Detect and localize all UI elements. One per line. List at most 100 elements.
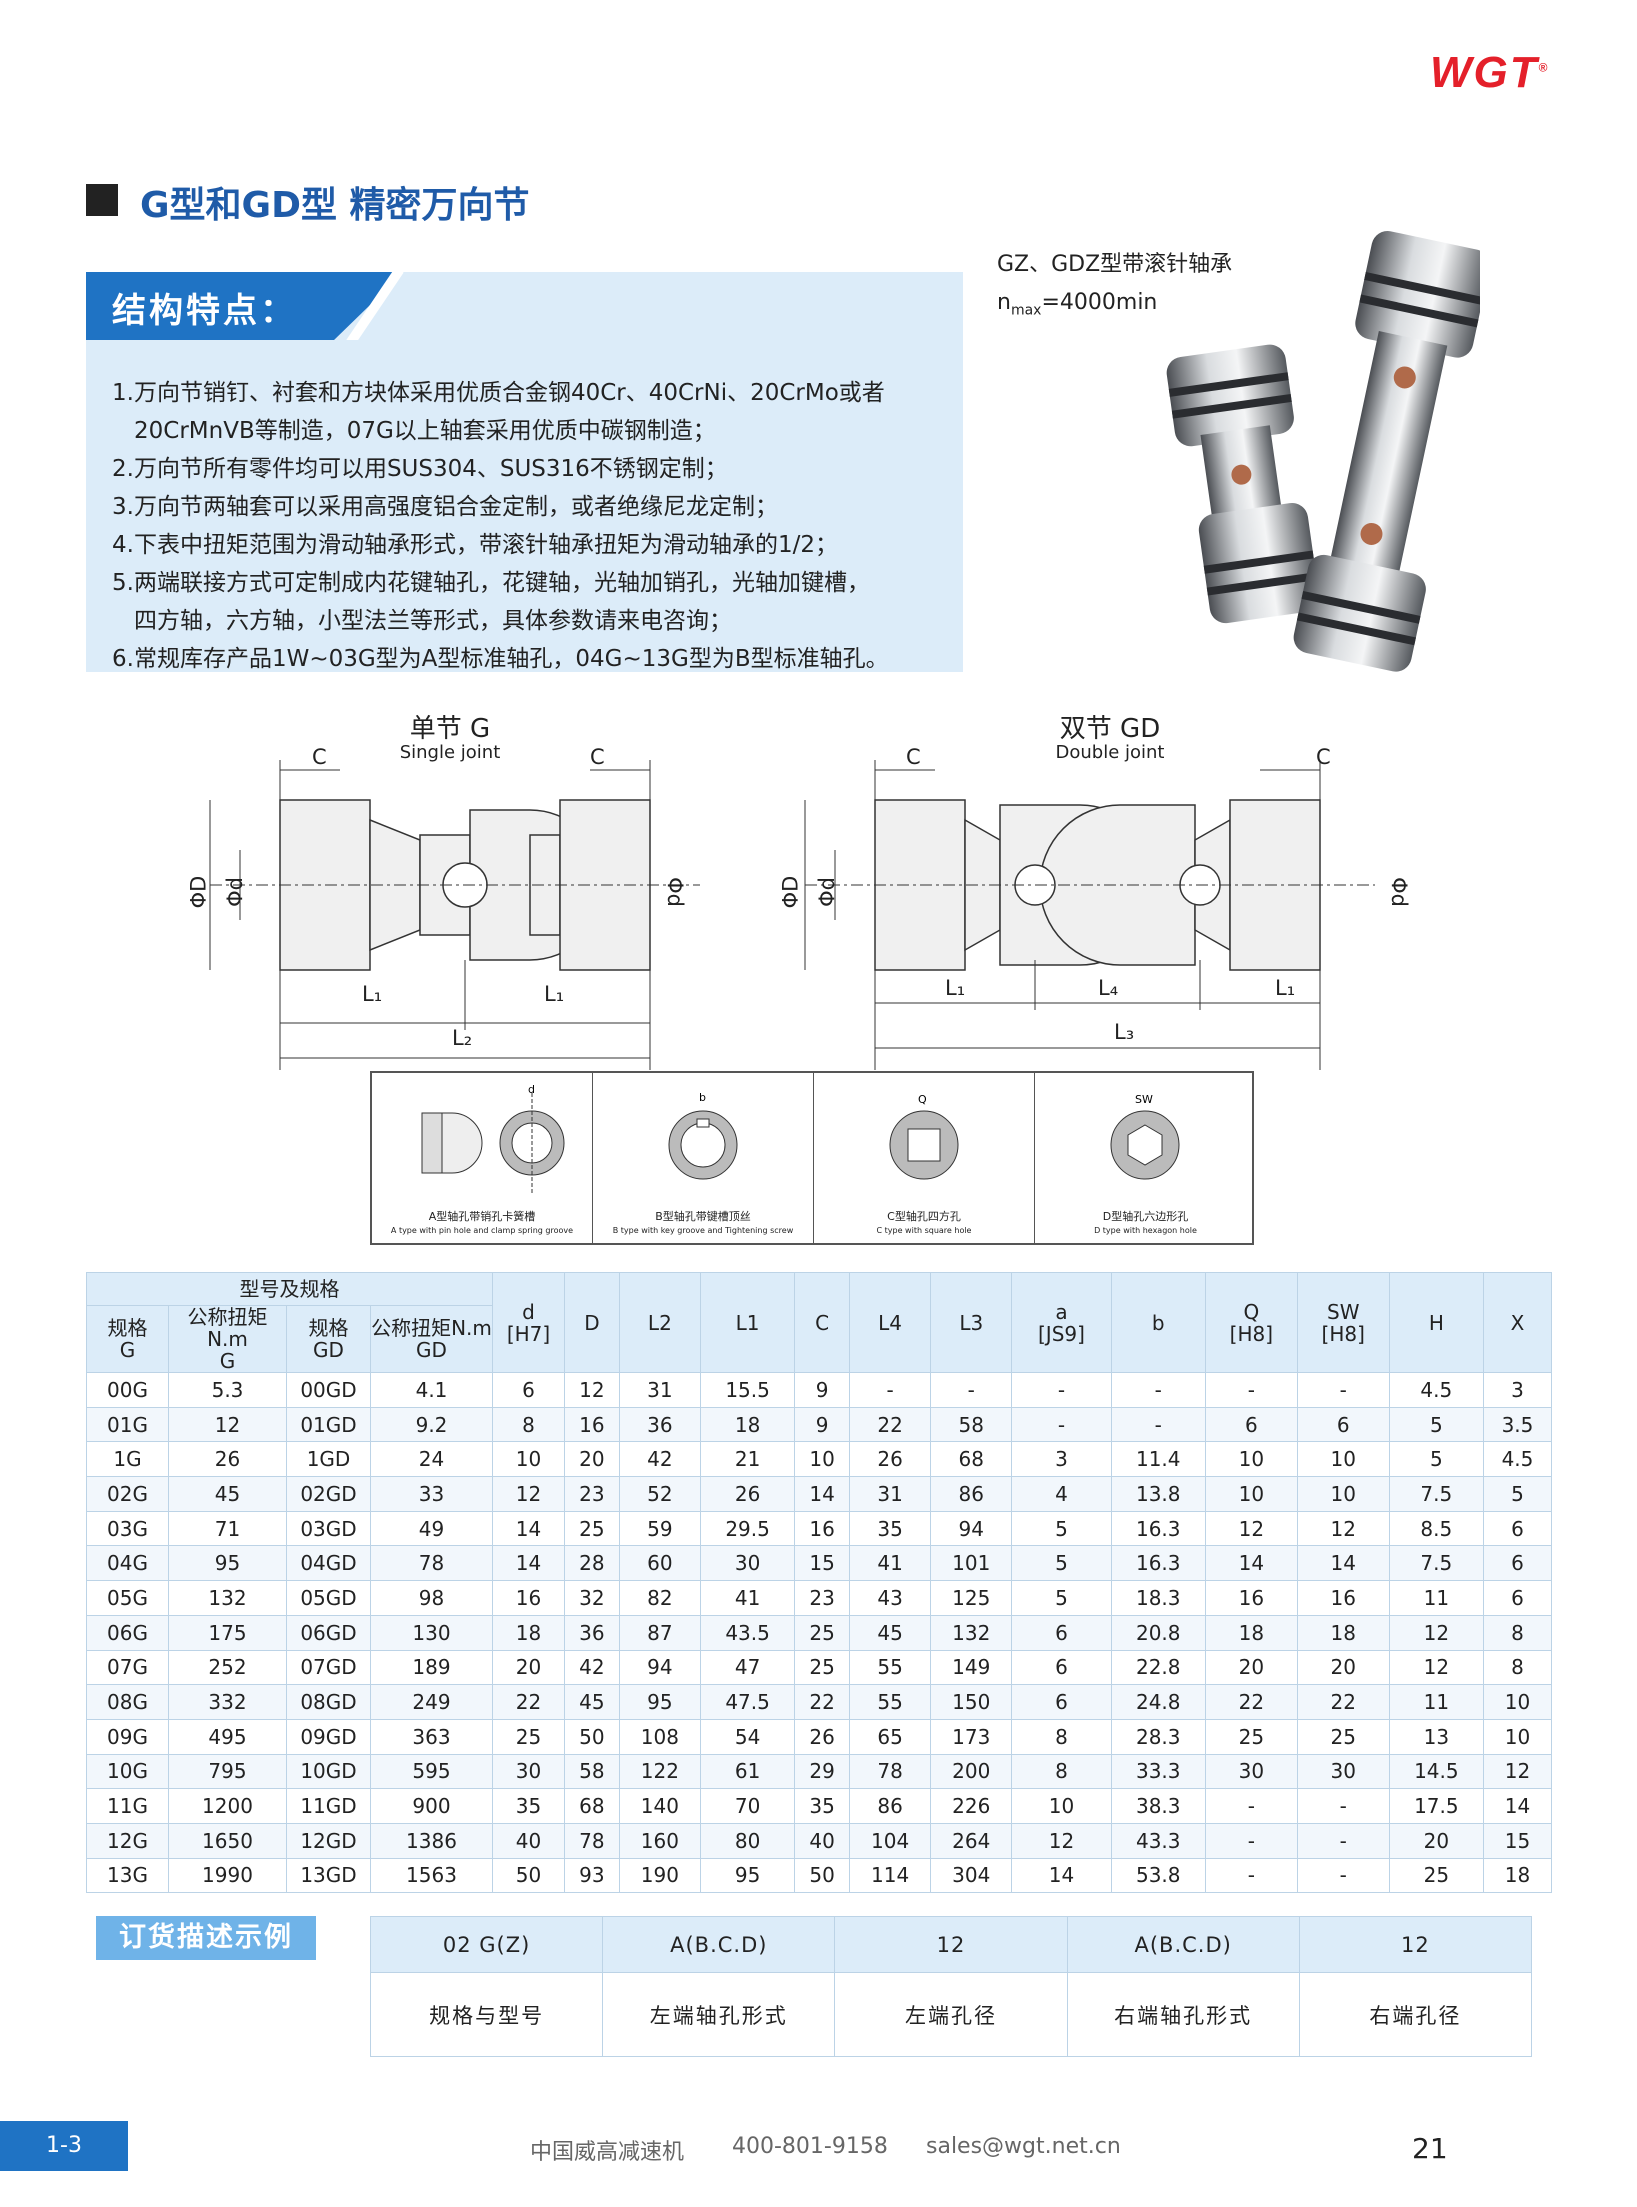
table-cell: 6 — [1482, 1545, 1553, 1582]
table-cell: 3.5 — [1482, 1406, 1553, 1443]
feature-item: 2.万向节所有零件均可以用SUS304、SUS316不锈钢定制； — [112, 456, 728, 482]
table-cell: 14 — [492, 1510, 565, 1547]
table-cell: 05GD — [286, 1580, 371, 1616]
header-H: H — [1388, 1272, 1484, 1373]
table-cell: 12 — [168, 1406, 287, 1443]
table-cell: 04G — [86, 1545, 169, 1582]
table-cell: 22 — [1204, 1684, 1298, 1720]
table-cell: 12 — [1011, 1822, 1112, 1859]
table-cell: 95 — [168, 1545, 287, 1582]
table-cell: 6 — [492, 1372, 565, 1408]
table-cell: 30 — [699, 1545, 796, 1582]
dim-L4: L₄ — [1098, 976, 1119, 1000]
table-cell: 53.8 — [1110, 1857, 1206, 1894]
dim-phi-d: Φd — [222, 877, 247, 907]
order-code: A(B.C.D) — [602, 1916, 836, 1973]
header-Q: Q[H8] — [1204, 1272, 1298, 1373]
table-cell: 114 — [849, 1857, 932, 1894]
table-cell: 61 — [699, 1753, 796, 1790]
table-cell: 01GD — [286, 1406, 371, 1443]
table-cell: 30 — [1204, 1753, 1298, 1790]
table-cell: 20.8 — [1110, 1614, 1206, 1651]
table-cell: 45 — [849, 1614, 932, 1651]
footer-email: sales@wgt.net.cn — [926, 2134, 1121, 2159]
table-cell: 40 — [492, 1822, 565, 1859]
header-L1: L1 — [699, 1272, 796, 1373]
table-cell: 1386 — [370, 1822, 493, 1859]
table-cell: 20 — [492, 1649, 565, 1686]
svg-text:b: b — [699, 1091, 706, 1104]
header-a: a[JS9] — [1011, 1272, 1112, 1373]
page-title: G型和GD型 精密万向节 — [140, 185, 530, 226]
table-cell: 36 — [564, 1614, 620, 1651]
table-cell: 11G — [86, 1788, 169, 1824]
table-cell: 23 — [564, 1476, 620, 1512]
table-cell: 35 — [849, 1510, 932, 1547]
table-cell: 5 — [1388, 1441, 1484, 1478]
table-cell: 10G — [86, 1753, 169, 1790]
table-cell: 36 — [618, 1406, 701, 1443]
table-cell: 35 — [492, 1788, 565, 1824]
table-cell: 226 — [930, 1788, 1013, 1824]
table-cell: 55 — [849, 1649, 932, 1686]
table-cell: 10 — [1296, 1441, 1390, 1478]
table-cell: 6 — [1482, 1580, 1553, 1616]
table-cell: 10GD — [286, 1753, 371, 1790]
table-cell: 10 — [1204, 1476, 1298, 1512]
table-cell: 78 — [370, 1545, 493, 1582]
table-cell: 18 — [492, 1614, 565, 1651]
table-cell: 5 — [1011, 1580, 1112, 1616]
table-cell: 101 — [930, 1545, 1013, 1582]
table-cell: 5 — [1011, 1545, 1112, 1582]
table-cell: 8 — [492, 1406, 565, 1443]
table-cell: 6 — [1011, 1614, 1112, 1651]
table-cell: 16.3 — [1110, 1545, 1206, 1582]
table-cell: 58 — [930, 1406, 1013, 1443]
table-cell: - — [1204, 1372, 1298, 1408]
table-cell: 25 — [794, 1614, 851, 1651]
table-cell: 16 — [794, 1510, 851, 1547]
table-cell: 25 — [1388, 1857, 1484, 1894]
table-cell: 15 — [1482, 1822, 1553, 1859]
table-cell: 10 — [1482, 1684, 1553, 1720]
table-cell: 04GD — [286, 1545, 371, 1582]
table-cell: 5 — [1482, 1476, 1553, 1512]
page-number: 21 — [1412, 2132, 1448, 2165]
table-cell: 70 — [699, 1788, 796, 1824]
table-cell: 190 — [618, 1857, 701, 1894]
bore-type-b-icon: b — [668, 1091, 738, 1180]
table-cell: 6 — [1482, 1510, 1553, 1547]
table-cell: - — [849, 1372, 932, 1408]
header-SW: SW[H8] — [1296, 1272, 1390, 1373]
table-cell: 14 — [794, 1476, 851, 1512]
table-cell: 6 — [1204, 1406, 1298, 1443]
table-cell: 9 — [794, 1406, 851, 1443]
table-cell: 252 — [168, 1649, 287, 1686]
table-cell: 98 — [370, 1580, 493, 1616]
table-cell: 15.5 — [699, 1372, 796, 1408]
table-cell: 93 — [564, 1857, 620, 1894]
table-cell: 795 — [168, 1753, 287, 1790]
table-cell: 13.8 — [1110, 1476, 1206, 1512]
table-cell: 86 — [930, 1476, 1013, 1512]
table-cell: 24.8 — [1110, 1684, 1206, 1720]
double-joint-subtitle: Double joint — [1055, 742, 1165, 763]
table-cell: 86 — [849, 1788, 932, 1824]
feature-item: 3.万向节两轴套可以采用高强度铝合金定制，或者绝缘尼龙定制； — [112, 494, 778, 520]
dim-L1-double-left: L₁ — [945, 976, 966, 1000]
table-cell: 54 — [699, 1718, 796, 1755]
table-cell: 10 — [492, 1441, 565, 1478]
order-desc: 左端轴孔形式 — [602, 1972, 836, 2057]
header-b: b — [1110, 1272, 1206, 1373]
table-cell: 47.5 — [699, 1684, 796, 1720]
